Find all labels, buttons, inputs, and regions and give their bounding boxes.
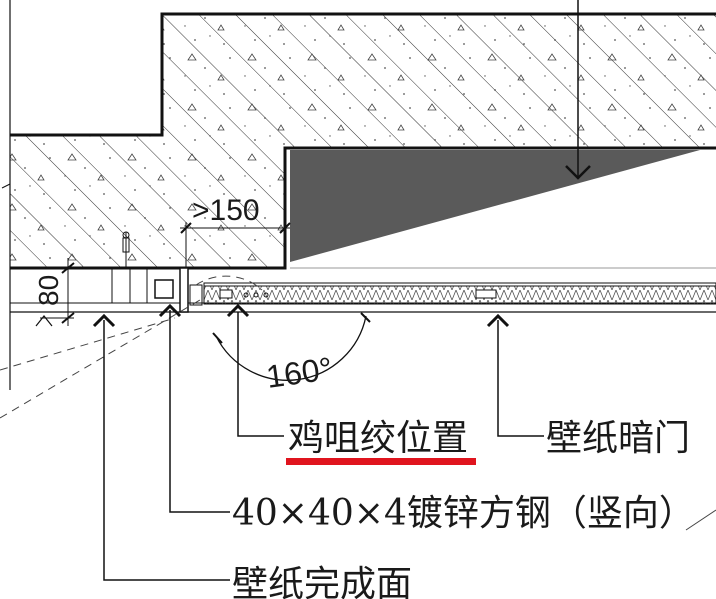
- callout-steel-tube: 40×40×4镀锌方钢（竖向）: [232, 493, 695, 534]
- break-mark: [685, 509, 716, 531]
- wall-section: [9, 231, 716, 313]
- door-swing-dashed: [0, 275, 263, 419]
- angle-160-label: 160°: [264, 350, 335, 395]
- top-leader: [565, 0, 591, 180]
- hinge-highlight-underline: [286, 458, 476, 465]
- dim-board-thickness: 80: [33, 258, 75, 327]
- shadow-wedge: [290, 150, 700, 262]
- dim-min-gap: >150: [180, 194, 291, 268]
- dim-board-thickness-label: 80: [33, 275, 64, 306]
- callout-wallpaper-hidden-door: 壁纸暗门: [546, 418, 690, 459]
- angle-160: 160°: [212, 312, 371, 395]
- hidden-door-panel: [203, 282, 716, 305]
- leader-lines: [103, 310, 544, 581]
- callout-wallpaper-finish: 壁纸完成面: [232, 564, 412, 599]
- callout-hinge-position: 鸡咀绞位置: [288, 418, 468, 459]
- leader-arrows: [92, 303, 510, 328]
- dim-min-gap-label: >150: [192, 194, 260, 227]
